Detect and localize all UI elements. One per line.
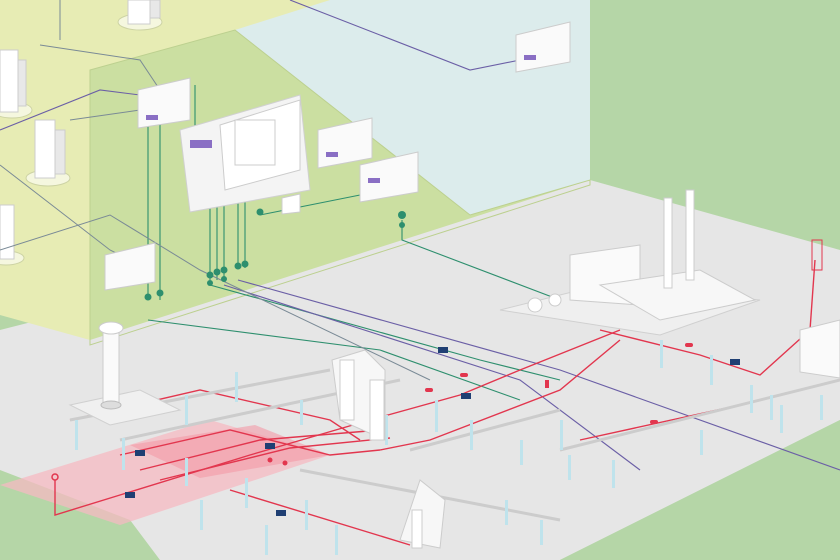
pillar <box>245 478 248 508</box>
pillar <box>700 430 703 455</box>
power-plant <box>499 189 761 336</box>
pipe-rack-pillars <box>75 340 823 555</box>
zone-blue <box>235 0 590 215</box>
control-center-building <box>179 94 311 213</box>
control-cabinet-1 <box>137 77 191 129</box>
pillar <box>335 525 338 555</box>
pillar <box>568 455 571 480</box>
substation <box>799 239 840 379</box>
purple-network-lines <box>0 0 840 471</box>
control-cabinet-4 <box>104 242 156 291</box>
small-device-box <box>281 193 301 215</box>
network-nodes <box>125 347 740 516</box>
spire-building <box>399 479 446 549</box>
pillar <box>122 438 125 470</box>
pillar <box>540 520 543 545</box>
pillar <box>750 385 753 413</box>
pipeline-markers <box>51 343 693 481</box>
pillar <box>300 400 303 425</box>
pillar <box>75 420 78 450</box>
pillar <box>185 458 188 486</box>
buildings <box>68 21 840 549</box>
pillar <box>660 340 663 368</box>
pillar <box>435 400 438 432</box>
pillar <box>265 525 268 555</box>
pillar <box>235 372 238 402</box>
pillar <box>200 500 203 530</box>
pillar <box>820 395 823 420</box>
control-cabinet-2 <box>317 117 373 169</box>
pillar <box>385 415 388 445</box>
pillar <box>185 395 188 425</box>
pillar <box>612 460 615 488</box>
pillar <box>520 440 523 465</box>
grass-corner-right <box>560 420 840 560</box>
pillar <box>505 500 508 525</box>
zone-yellow <box>0 0 330 340</box>
zone-green <box>90 30 590 340</box>
terminal-building <box>331 349 386 441</box>
residential-towers <box>0 0 163 266</box>
control-cabinet-5 <box>515 21 571 73</box>
control-tower <box>68 321 182 426</box>
pillar <box>470 420 473 450</box>
pillar <box>780 405 783 433</box>
sensor-markers <box>144 208 406 301</box>
control-cabinet-3 <box>359 151 419 203</box>
pillar <box>560 420 563 450</box>
pillar <box>770 395 773 420</box>
pillar <box>710 355 713 385</box>
pillar <box>305 500 308 530</box>
zone-green-outline <box>89 29 591 346</box>
